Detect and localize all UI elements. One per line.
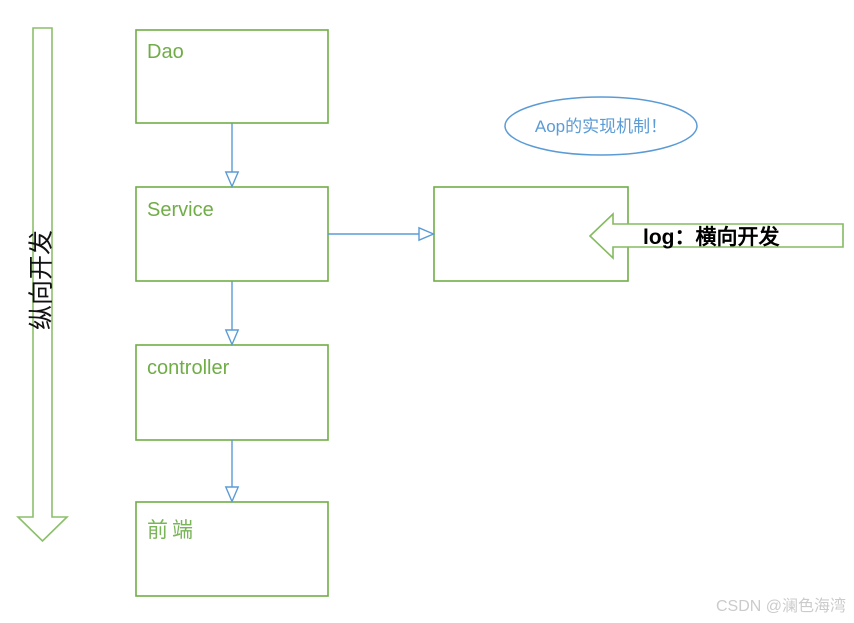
arrowhead-dao-service [224, 171, 240, 189]
watermark: CSDN @澜色海湾 [716, 597, 846, 615]
dao-box-label: Dao [147, 41, 184, 63]
arrowhead-controller-frontend [224, 486, 240, 504]
arrowhead-service-controller [224, 329, 240, 347]
vertical-development-arrow [16, 27, 69, 543]
frontend-box-label: 前端 [147, 518, 197, 542]
connector-service-to-controller [224, 281, 240, 347]
connector-dao-to-service [224, 123, 240, 189]
aop-ellipse-label: Aop的实现机制！ [535, 117, 667, 136]
connector-service-to-aspect [328, 226, 436, 242]
service-box [135, 186, 329, 282]
service-box-label: Service [147, 199, 214, 221]
arrowhead-service-aspect [418, 226, 436, 242]
log-block-arrow [588, 212, 844, 260]
connector-controller-to-frontend [224, 440, 240, 504]
log-arrow-label: log：横向开发 [643, 225, 780, 249]
controller-box-label: controller [147, 357, 230, 379]
aop-ellipse [504, 96, 698, 156]
frontend-box [135, 501, 329, 597]
vertical-development-label: 纵向开发 [28, 230, 56, 330]
